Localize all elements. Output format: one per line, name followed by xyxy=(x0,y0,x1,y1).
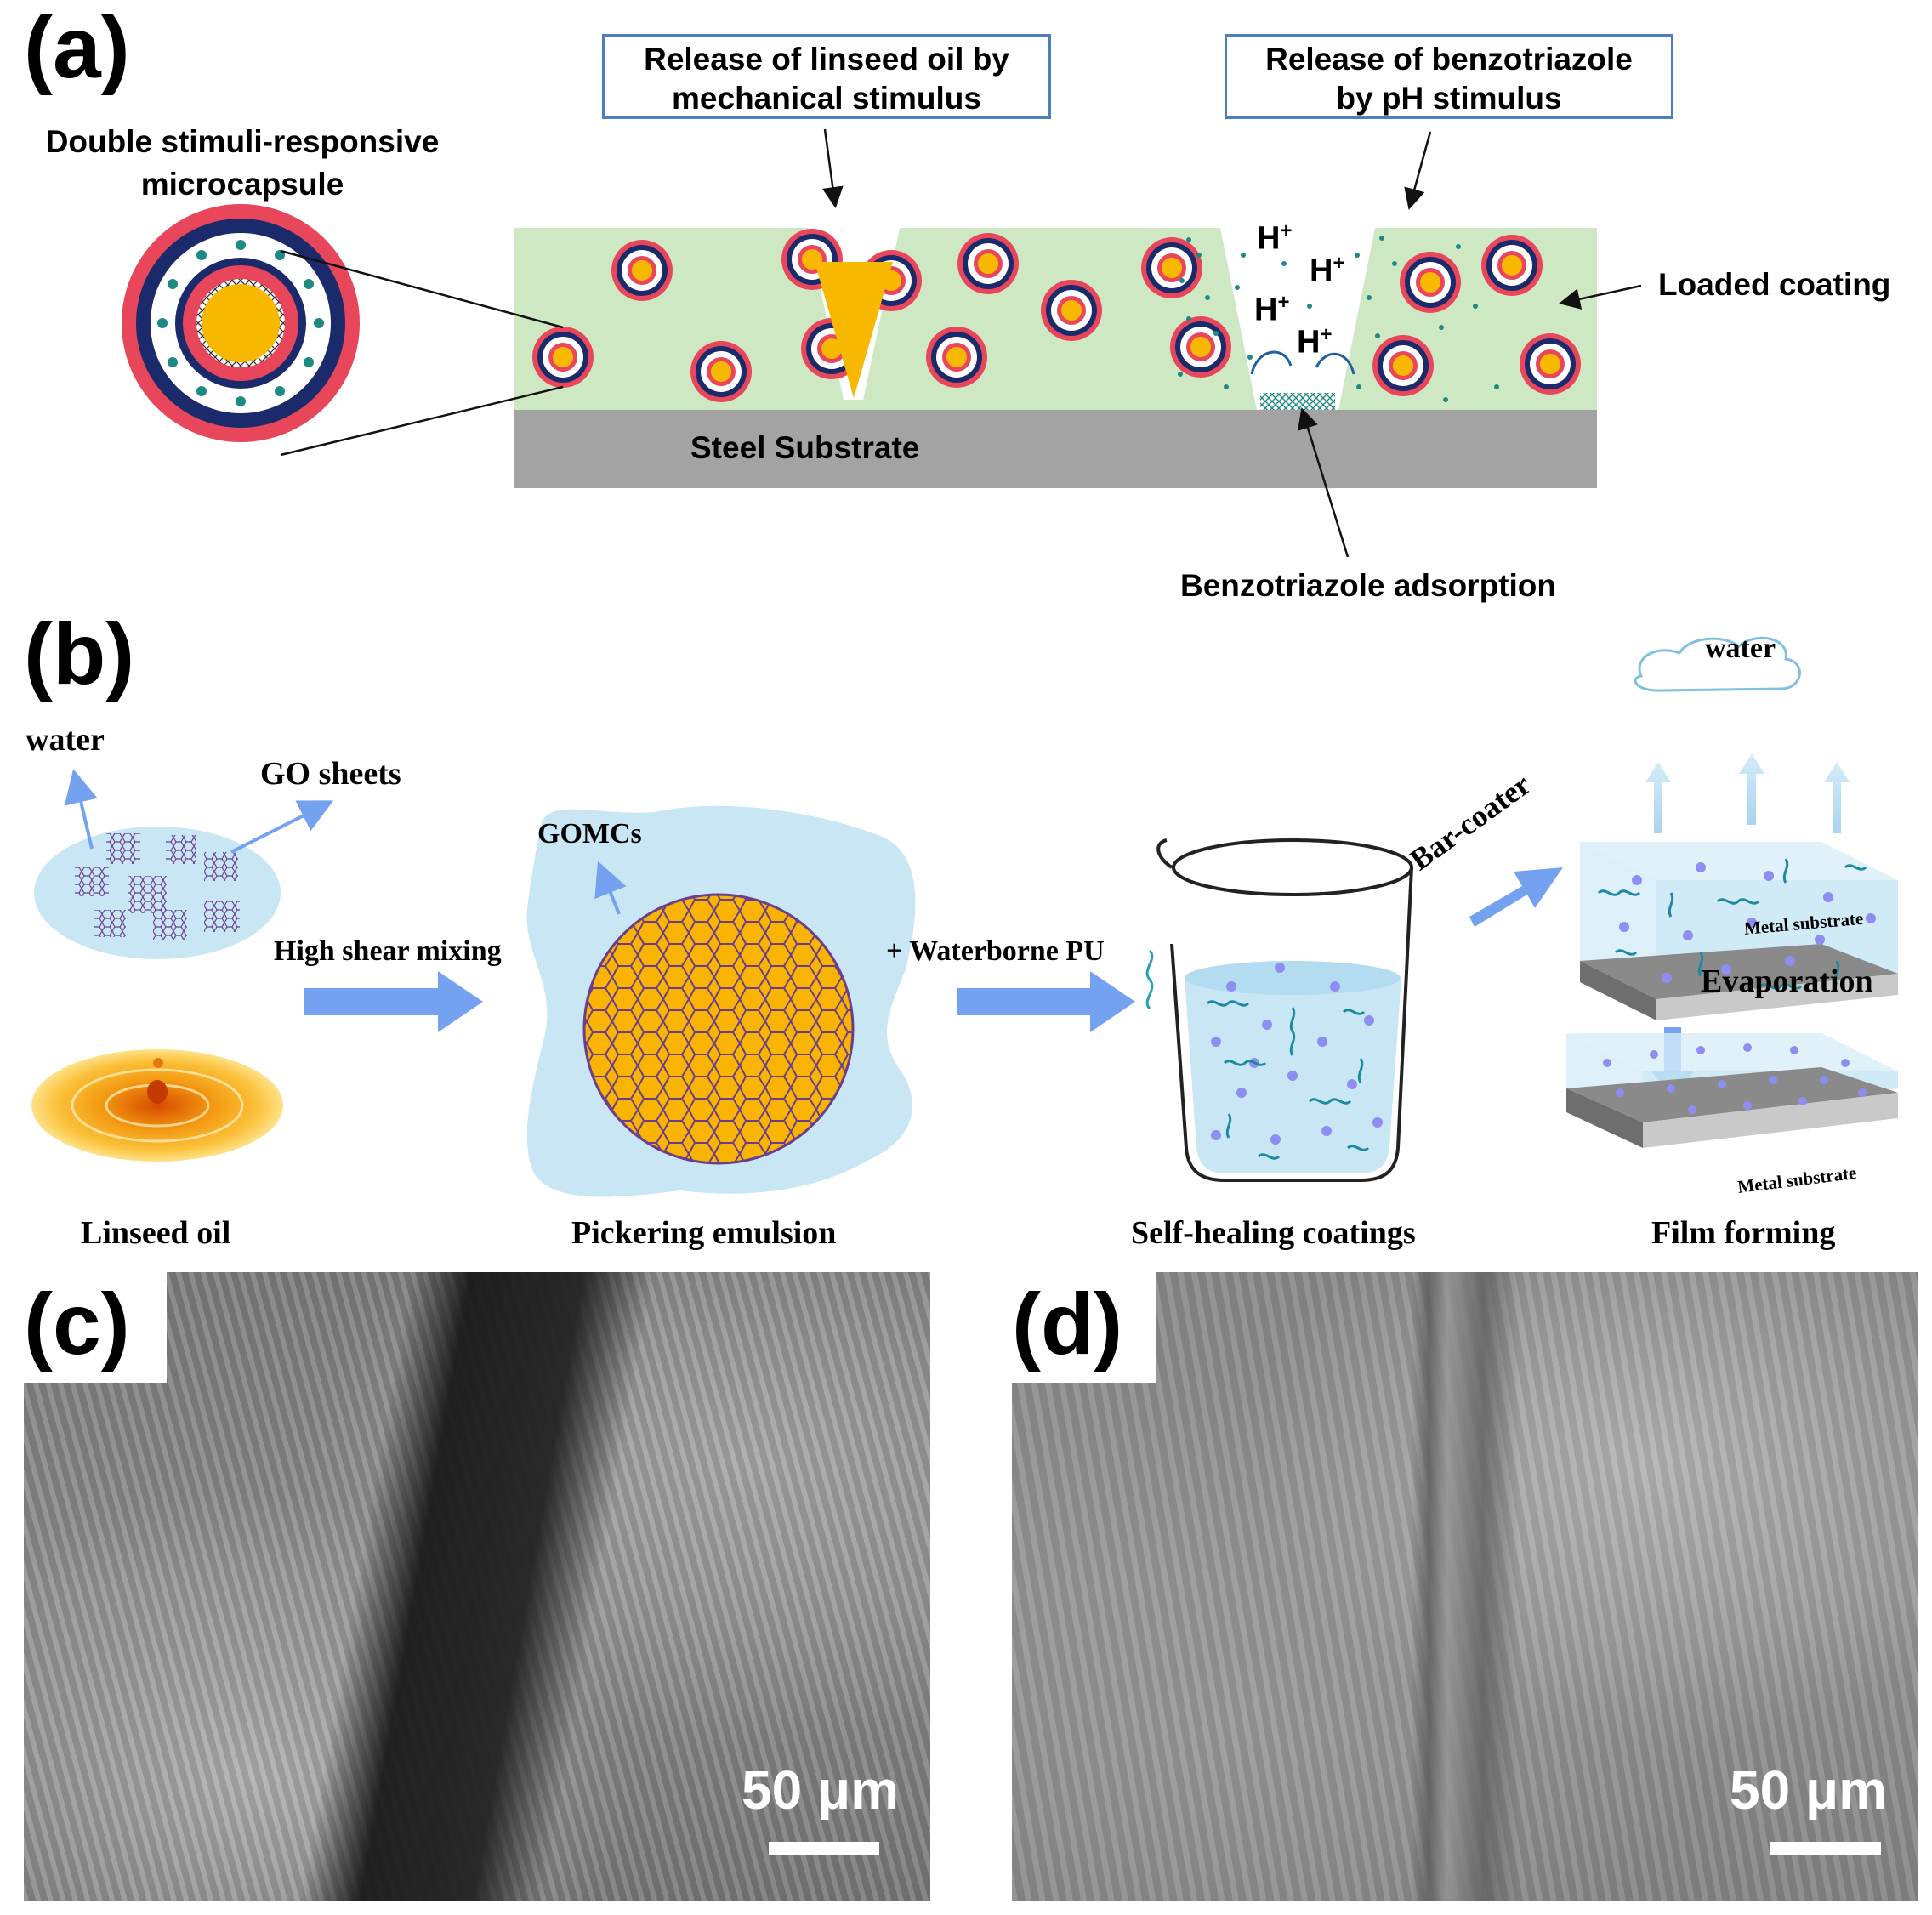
steel-substrate-label: Steel Substrate xyxy=(690,430,920,465)
mechanical-stimulus-arrow xyxy=(821,128,844,208)
go-sheets-pointer xyxy=(230,800,334,854)
coating-capsule xyxy=(1372,335,1434,396)
linseed-oil-drop xyxy=(31,1049,283,1162)
sem-image-d xyxy=(1012,1272,1918,1901)
proton-symbol: H xyxy=(1254,292,1278,328)
mechanical-release-line2: mechanical stimulus xyxy=(672,81,981,116)
zoom-line-top xyxy=(280,249,564,329)
release-arrow-right xyxy=(1315,352,1355,375)
scale-label-c: 50 μm xyxy=(742,1759,900,1821)
gomcs-pointer xyxy=(594,861,627,915)
proton-label: H+ xyxy=(1297,323,1332,361)
evaporation-arrows xyxy=(1645,753,1850,833)
coating-capsule xyxy=(1400,252,1461,313)
proton-charge: + xyxy=(1333,252,1345,275)
large-microcapsule xyxy=(122,204,360,442)
panel-c-letter: (c) xyxy=(24,1276,130,1372)
dried-film-box xyxy=(1566,1033,1898,1148)
proton-label: H+ xyxy=(1310,252,1344,290)
proton-label: H+ xyxy=(1254,291,1289,329)
pu-chain-icon xyxy=(1145,949,1154,1010)
coating-capsule xyxy=(690,341,752,402)
panel-d-letter: (d) xyxy=(1012,1276,1123,1372)
panel-b-letter: (b) xyxy=(24,605,135,702)
mechanical-release-box: Release of linseed oil by mechanical sti… xyxy=(602,34,1051,119)
film-forming-caption: Film forming xyxy=(1651,1215,1836,1251)
proton-charge: + xyxy=(1280,219,1293,242)
waterborne-pu-arrow xyxy=(957,971,1135,1032)
go-sheets-label: GO sheets xyxy=(260,756,401,792)
proton-symbol: H xyxy=(1310,253,1333,289)
coating-capsule xyxy=(1520,333,1581,395)
pickering-emulsion-caption: Pickering emulsion xyxy=(571,1215,837,1251)
bar-coater-arrow xyxy=(1469,867,1563,927)
water-label: water xyxy=(26,722,105,758)
ph-scratch xyxy=(1220,228,1375,410)
capsule-label-line2: microcapsule xyxy=(140,167,344,202)
panel-a-diagram xyxy=(122,128,1642,558)
water-pointer xyxy=(64,769,98,850)
coating-capsule xyxy=(957,233,1019,294)
beaker-contents xyxy=(1206,963,1383,1160)
proton-symbol: H xyxy=(1257,220,1281,257)
ph-stimulus-arrow xyxy=(1404,131,1432,210)
coating-capsule xyxy=(1041,280,1102,341)
ph-release-line2: by pH stimulus xyxy=(1336,81,1562,116)
coating-capsules xyxy=(532,229,1581,402)
proton-label: H+ xyxy=(1257,219,1292,258)
cloud-water-label: water xyxy=(1705,633,1776,664)
panel-a-letter: (a) xyxy=(24,0,130,96)
released-inhibitor-dots xyxy=(1178,236,1499,402)
ph-release-box: Release of benzotriazole by pH stimulus xyxy=(1225,34,1673,119)
linseed-oil-caption: Linseed oil xyxy=(81,1215,231,1251)
benzotriazole-adsorption-label: Benzotriazole adsorption xyxy=(1180,568,1556,603)
go-sheets xyxy=(75,833,240,940)
benzotriazole-film xyxy=(1260,393,1335,410)
wet-coating-box xyxy=(1580,842,1898,1020)
gomcs-label: GOMCs xyxy=(537,818,642,850)
ph-release-line1: Release of benzotriazole xyxy=(1265,42,1633,77)
release-arrow-left xyxy=(1250,350,1293,375)
panel-d-letter-bg xyxy=(1012,1272,1156,1383)
proton-charge: + xyxy=(1320,323,1333,346)
loaded-coating-arrow xyxy=(1559,284,1642,310)
capsule-label-line1: Double stimuli-responsive xyxy=(45,124,440,159)
panel-c-letter-bg xyxy=(0,1272,167,1383)
scale-bar-c xyxy=(769,1842,879,1855)
linseed-oil-release-cone xyxy=(815,262,893,398)
cloud-icon xyxy=(1634,636,1801,692)
zoom-line-bottom xyxy=(280,385,564,457)
panel-b-diagram xyxy=(31,636,1898,1197)
scale-bar-d xyxy=(1770,1842,1881,1855)
capsule-label: Double stimuli-responsive microcapsule xyxy=(0,121,485,206)
scale-label-d: 50 μm xyxy=(1730,1759,1888,1821)
self-healing-caption: Self-healing coatings xyxy=(1131,1215,1416,1251)
proton-charge: + xyxy=(1277,291,1290,314)
coating-capsule xyxy=(1170,316,1231,378)
beaker xyxy=(1156,838,1413,1182)
coating-capsule xyxy=(532,327,594,388)
sem-image-c xyxy=(24,1272,930,1901)
waterborne-pu-label: + Waterborne PU xyxy=(886,935,1105,967)
high-shear-label: High shear mixing xyxy=(274,935,502,967)
adsorption-arrow xyxy=(1297,407,1350,558)
loaded-coating-label: Loaded coating xyxy=(1658,267,1891,302)
proton-symbol: H xyxy=(1297,324,1321,361)
coating-capsule xyxy=(1141,237,1202,298)
coating-capsule xyxy=(1481,235,1543,296)
coating-capsule xyxy=(611,240,673,301)
evaporation-label: Evaporation xyxy=(1701,963,1873,999)
high-shear-arrow xyxy=(304,971,483,1032)
steel-substrate-layer xyxy=(514,410,1597,488)
mechanical-release-line1: Release of linseed oil by xyxy=(644,42,1009,77)
coating-capsule xyxy=(926,327,987,388)
